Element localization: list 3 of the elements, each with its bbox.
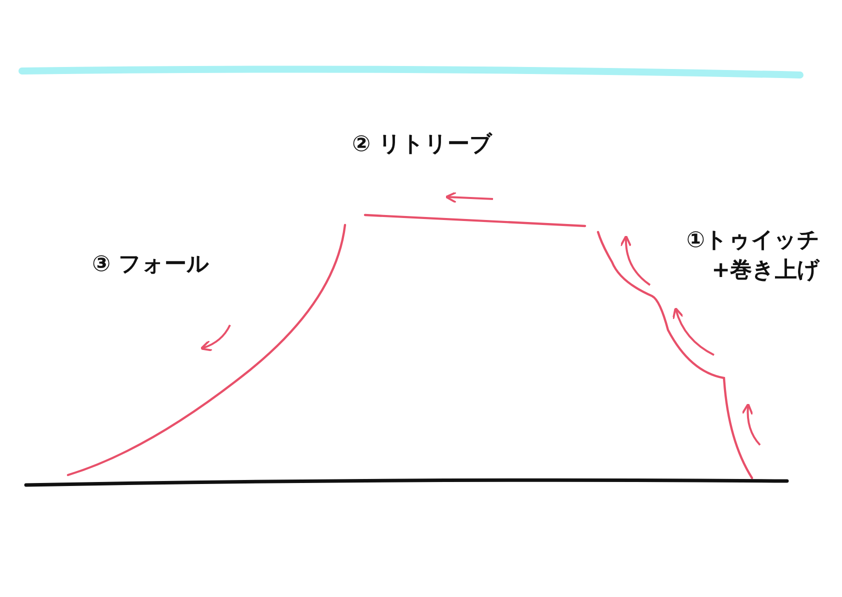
action-label: ② リトリーブ xyxy=(352,131,492,159)
action-label: ①トゥイッチ +巻き上げ xyxy=(685,227,820,285)
action-label: ③ フォール xyxy=(92,251,210,279)
